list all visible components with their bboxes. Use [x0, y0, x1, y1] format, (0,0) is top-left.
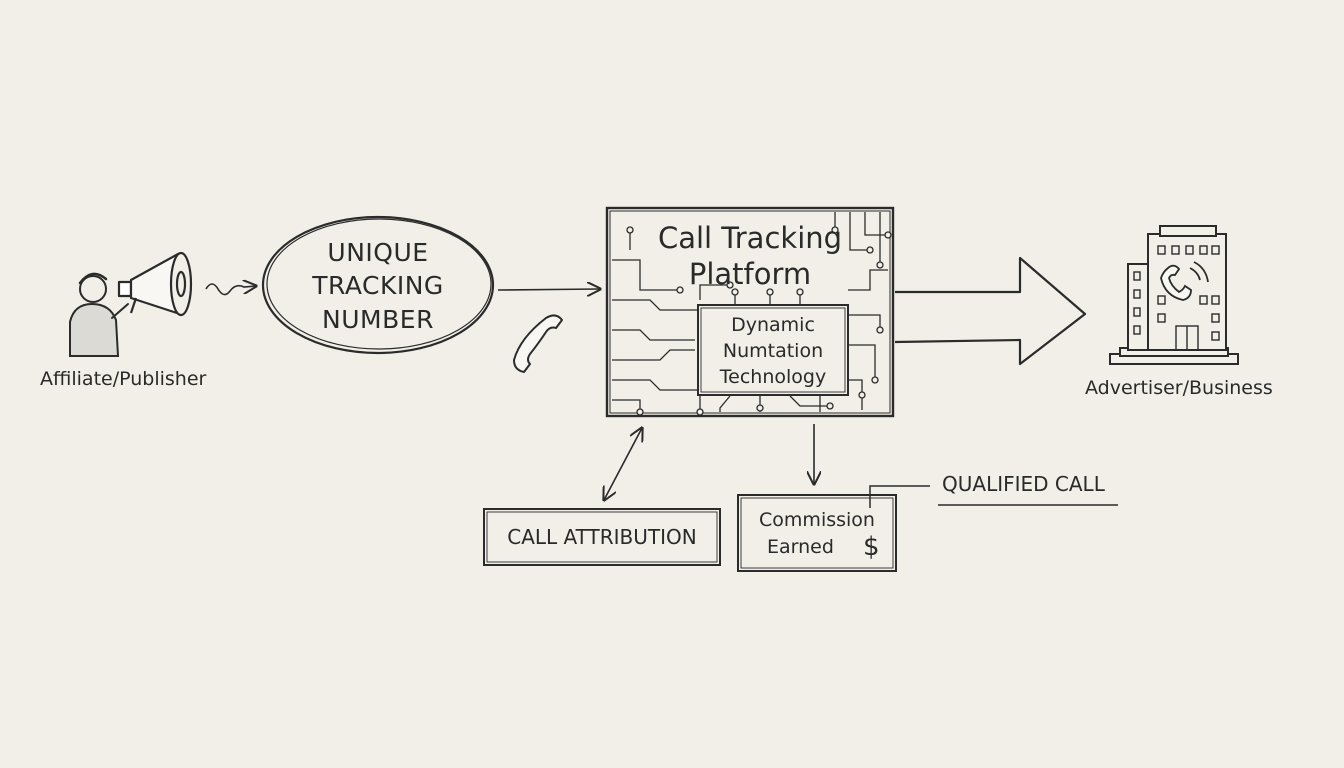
arrow-attribution-to-platform	[604, 428, 642, 500]
tracking-number-line2: TRACKING	[312, 271, 444, 300]
affiliate-label: Affiliate/Publisher	[40, 368, 207, 390]
tracking-number-line3: NUMBER	[322, 305, 434, 334]
commission-box	[737, 494, 897, 572]
arrow-to-platform	[497, 289, 600, 290]
circuit-icon	[612, 212, 892, 416]
dni-line2: Numtation	[722, 340, 824, 362]
platform-title-line2: Platform	[688, 257, 812, 291]
dni-box	[697, 304, 849, 396]
big-arrow-to-advertiser	[894, 256, 1087, 366]
megaphone-icon	[117, 251, 193, 317]
squiggle-arrow-icon	[205, 284, 256, 296]
tracking-number-oval	[261, 215, 495, 355]
call-attribution-label: CALL ATTRIBUTION	[507, 525, 697, 549]
qualified-call-label: QUALIFIED CALL	[942, 472, 1105, 496]
phone-ringing-icon	[1160, 261, 1209, 301]
commission-line1: Commission	[759, 509, 875, 531]
call-attribution-box	[483, 508, 721, 566]
dni-line3: Technology	[719, 366, 827, 388]
person-icon	[69, 272, 129, 357]
qualified-call-leader	[869, 485, 1118, 508]
tracking-number-line1: UNIQUE	[327, 238, 429, 267]
advertiser-label: Advertiser/Business	[1085, 377, 1273, 399]
platform-title-line1: Call Tracking	[657, 221, 843, 255]
platform-box	[605, 206, 895, 418]
commission-line2: Earned	[767, 536, 834, 558]
phone-handset-icon	[513, 314, 563, 373]
dollar-icon: $	[863, 532, 880, 562]
dni-line1: Dynamic	[731, 314, 815, 336]
